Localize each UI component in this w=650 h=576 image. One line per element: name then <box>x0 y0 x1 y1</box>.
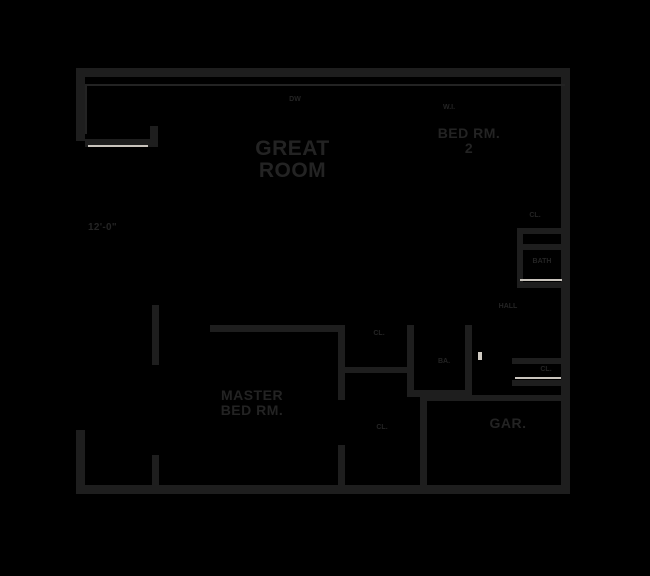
interior-wall-left-vertical <box>152 305 159 365</box>
tag-bath-right: BATH <box>532 258 552 265</box>
interior-wall-bath-right <box>465 325 472 397</box>
interior-wall-bath-r-left <box>517 250 523 288</box>
hall-door-jamb <box>478 352 482 360</box>
exterior-wall-right <box>561 68 570 494</box>
interior-wall-closet-tr-left <box>517 228 523 250</box>
exterior-wall-bottom-left <box>76 485 156 494</box>
alcove-wall-top <box>85 84 565 86</box>
room-label-master-bedroom: MASTER BED RM. <box>220 387 284 418</box>
interior-wall-bath-r-bottom <box>517 282 565 288</box>
dimension-left-wall: 12'-0" <box>88 222 117 233</box>
interior-wall-closet-lr-bottom <box>512 380 565 386</box>
exterior-wall-bottom <box>150 485 570 494</box>
tag-closet-top-right: CL. <box>529 212 541 219</box>
exterior-wall-top <box>76 68 570 77</box>
bath-right-door-sill <box>520 279 562 281</box>
interior-wall-closet-lr-top <box>512 358 565 364</box>
alcove-wall-left <box>85 84 87 134</box>
interior-wall-hall-cross <box>345 367 407 373</box>
tag-hall: HALL <box>498 303 518 310</box>
alcove-wall-bottom <box>85 139 158 147</box>
interior-wall-garage-left <box>420 395 427 490</box>
room-label-garage: GAR. <box>489 415 527 431</box>
tag-bath-center: BA. <box>437 358 451 365</box>
interior-wall-left-vertical-lower <box>152 455 159 494</box>
interior-wall-master-right <box>338 325 345 400</box>
alcove-post <box>150 126 158 147</box>
tag-closet-mid: CL. <box>373 330 385 337</box>
room-label-great-room: GREAT ROOM <box>255 137 330 183</box>
interior-wall-bath-bottom <box>407 390 472 397</box>
tag-dishwasher: DW <box>289 96 301 103</box>
interior-wall-bath-r-top <box>517 244 565 250</box>
alcove-door-sill <box>88 145 148 147</box>
tag-walk-in: W.I. <box>442 104 456 111</box>
tag-closet-lower-mid: CL. <box>376 424 388 431</box>
room-label-bedroom-two: BED RM. 2 <box>437 125 501 156</box>
closet-lr-door-sill <box>515 377 561 379</box>
interior-wall-master-top <box>210 325 345 332</box>
interior-wall-closet-tr-bottom <box>517 228 565 234</box>
exterior-wall-left-lower <box>76 430 85 494</box>
interior-wall-garage-top <box>420 395 565 401</box>
interior-wall-bath-left <box>407 325 414 397</box>
tag-closet-lower-right: CL. <box>540 366 552 373</box>
interior-wall-master-right-lower <box>338 445 345 490</box>
exterior-wall-left-upper <box>76 68 85 141</box>
